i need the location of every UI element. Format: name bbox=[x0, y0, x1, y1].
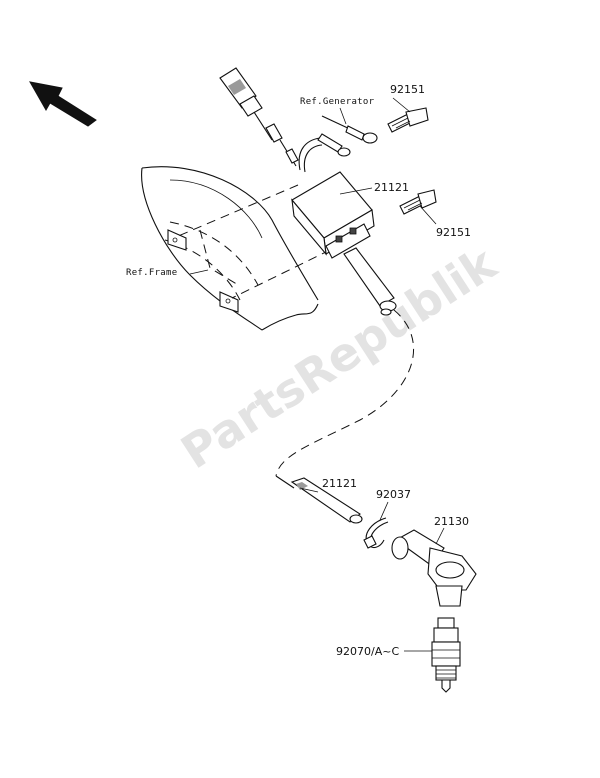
callout-clamp: 92037 bbox=[376, 488, 411, 501]
frame-tube bbox=[141, 166, 319, 331]
alignment-line-lower bbox=[231, 249, 331, 299]
high-tension-cable bbox=[275, 475, 363, 524]
callout-cable: 21121 bbox=[322, 477, 357, 490]
ref-frame-label: Ref.Frame bbox=[126, 268, 177, 278]
callout-bolt-lower: 92151 bbox=[436, 226, 471, 239]
plug-cap bbox=[391, 529, 477, 607]
ignition-coil bbox=[291, 171, 397, 316]
callout-coil: 21121 bbox=[374, 181, 409, 194]
watermark: PartsRepublik bbox=[172, 236, 507, 480]
primary-connector bbox=[219, 67, 299, 167]
callout-spark-plug: 92070/A~C bbox=[336, 645, 399, 658]
ref-generator-label: Ref.Generator bbox=[300, 97, 375, 107]
spark-plug bbox=[431, 617, 461, 693]
cable-route bbox=[275, 309, 415, 477]
bolt-upper bbox=[387, 107, 429, 133]
bolt-lower bbox=[399, 189, 437, 215]
callout-bolt-upper: 92151 bbox=[390, 83, 425, 96]
clamp bbox=[363, 517, 389, 549]
alignment-line-upper bbox=[175, 184, 299, 238]
generator-lead bbox=[298, 115, 378, 173]
front-direction-arrow-icon bbox=[29, 81, 97, 127]
leader-lines bbox=[189, 97, 445, 652]
callout-plug-cap: 21130 bbox=[434, 515, 469, 528]
